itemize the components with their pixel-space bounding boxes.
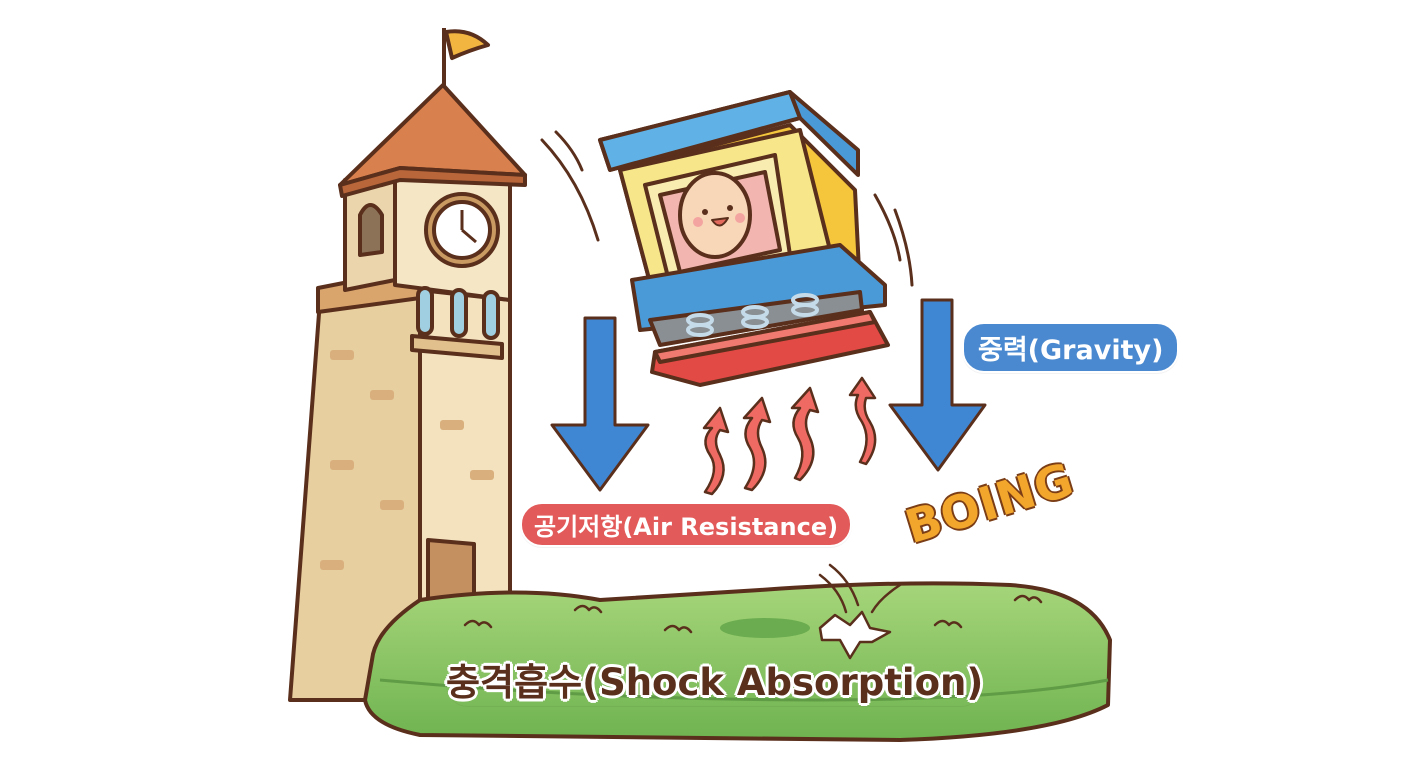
grass-cushion bbox=[363, 563, 1112, 742]
air-resistance-arrows bbox=[702, 376, 877, 496]
bounce-lines bbox=[818, 563, 902, 614]
impact-burst-icon bbox=[818, 610, 892, 660]
brick-details bbox=[320, 350, 494, 570]
impact-dent bbox=[720, 618, 810, 638]
gravity-label: 중력(Gravity) bbox=[962, 322, 1180, 373]
gravity-arrows bbox=[550, 298, 987, 492]
motion-lines bbox=[540, 130, 914, 287]
spring-icons bbox=[686, 293, 819, 337]
gravity-arrow-right-icon bbox=[888, 298, 987, 472]
egg-box-device bbox=[598, 90, 890, 387]
grass-tufts bbox=[463, 594, 1043, 634]
wavy-arrow-icon bbox=[702, 406, 730, 496]
shock-absorption-label: 충격흡수(Shock Absorption) bbox=[446, 652, 983, 706]
wavy-arrow-icon bbox=[742, 396, 772, 492]
wavy-arrow-icon bbox=[790, 386, 820, 482]
egg-character-icon bbox=[678, 171, 752, 259]
air-resistance-label: 공기저항(Air Resistance) bbox=[520, 502, 853, 547]
clock-tower bbox=[288, 28, 527, 702]
flag-icon bbox=[444, 29, 490, 60]
gravity-arrow-left-icon bbox=[550, 316, 650, 492]
wavy-arrow-icon bbox=[848, 376, 877, 466]
